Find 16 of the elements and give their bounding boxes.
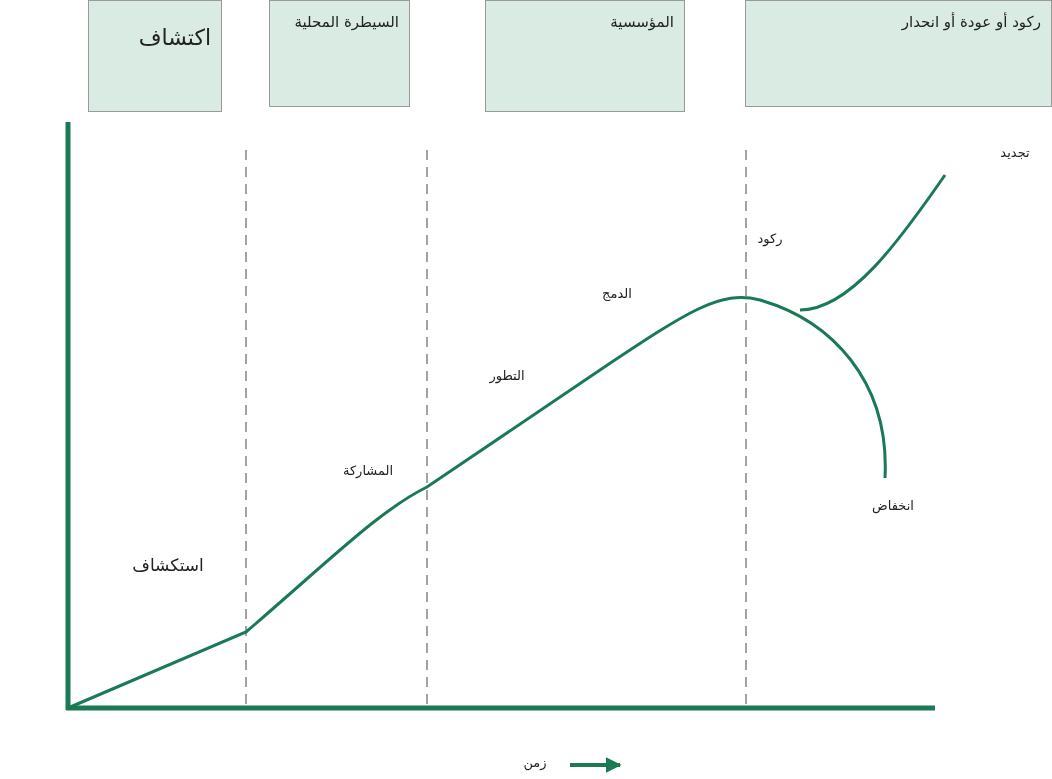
- stage-label: تجديد: [1000, 144, 1030, 160]
- stage-title: المؤسسية: [610, 13, 674, 31]
- stage-box: [485, 0, 685, 112]
- stage-label: الدمج: [602, 285, 632, 301]
- stage-title: اكتشاف: [138, 25, 211, 50]
- stage-box: [88, 0, 222, 112]
- stage-label: المشاركة: [342, 462, 394, 478]
- stage-label: التطور: [489, 367, 525, 383]
- stage-label: ركود: [757, 230, 783, 246]
- stage-label: استكشاف: [132, 555, 204, 575]
- stage-title: ركود أو عودة أو انحدار: [901, 13, 1041, 31]
- stage-box: [745, 0, 1052, 107]
- stage-title: السيطرة المحلية: [294, 13, 399, 31]
- stage-label: انخفاض: [872, 497, 914, 513]
- stage-box: [269, 0, 410, 107]
- stage-label: زمن: [523, 754, 547, 770]
